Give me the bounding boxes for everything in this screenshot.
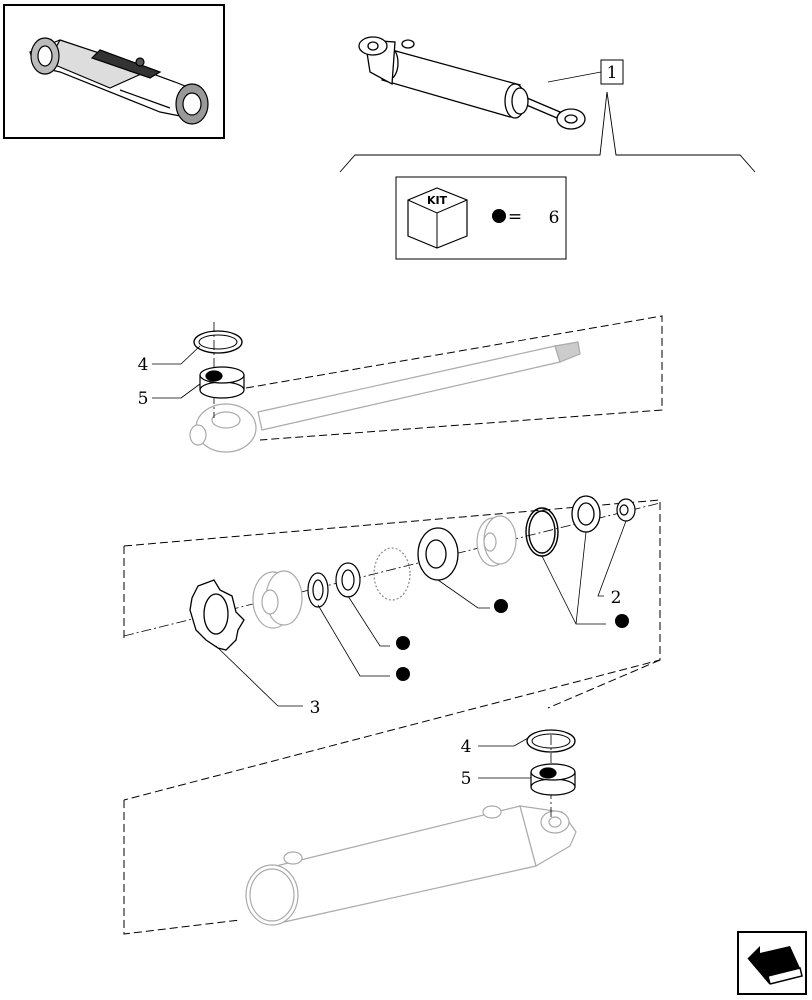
back-arrow-icon[interactable] [737, 931, 807, 995]
snap-ring [373, 547, 411, 601]
kit-bracket [339, 91, 756, 173]
piston-rod-assembly: 4 5 [138, 315, 663, 453]
rod-retaining-ring [193, 330, 243, 354]
callout-1-label: 1 [607, 63, 618, 83]
callout-rod-ring: 4 [138, 355, 149, 375]
cylinder-overview [358, 36, 586, 130]
lock-plate [189, 579, 245, 651]
cylinder-head [476, 515, 517, 567]
wiper-seal [571, 495, 601, 533]
kit-equals: = [508, 207, 522, 227]
callout-1: 1 [547, 59, 624, 85]
kit-bullet [494, 599, 508, 613]
callout-barrel-bushing: 5 [461, 769, 472, 789]
kit-bullet [396, 636, 410, 650]
kit-box: KIT = 6 [395, 176, 567, 260]
piston [252, 570, 303, 629]
callout-barrel-ring: 4 [461, 737, 472, 757]
bullet-icon [492, 209, 506, 223]
o-ring [525, 507, 559, 557]
piston-seal [417, 527, 459, 581]
axle-thumbnail [3, 4, 225, 139]
small-seal [616, 498, 636, 522]
kit-bullet [615, 614, 629, 628]
guide-ring-pair [307, 562, 361, 608]
barrel-retaining-ring [526, 729, 576, 753]
piston-seal-assembly: 3 2 [123, 495, 661, 801]
rod-bushing [199, 366, 245, 399]
kit-number: 6 [549, 208, 560, 228]
barrel-assembly: 4 5 [123, 659, 661, 935]
callout-head-seals: 2 [611, 588, 622, 608]
callout-rod-bushing: 5 [138, 389, 149, 409]
kit-label: KIT [427, 194, 448, 207]
callout-lock-plate: 3 [310, 698, 321, 718]
kit-bullet [396, 667, 410, 681]
barrel-bushing [530, 763, 576, 796]
